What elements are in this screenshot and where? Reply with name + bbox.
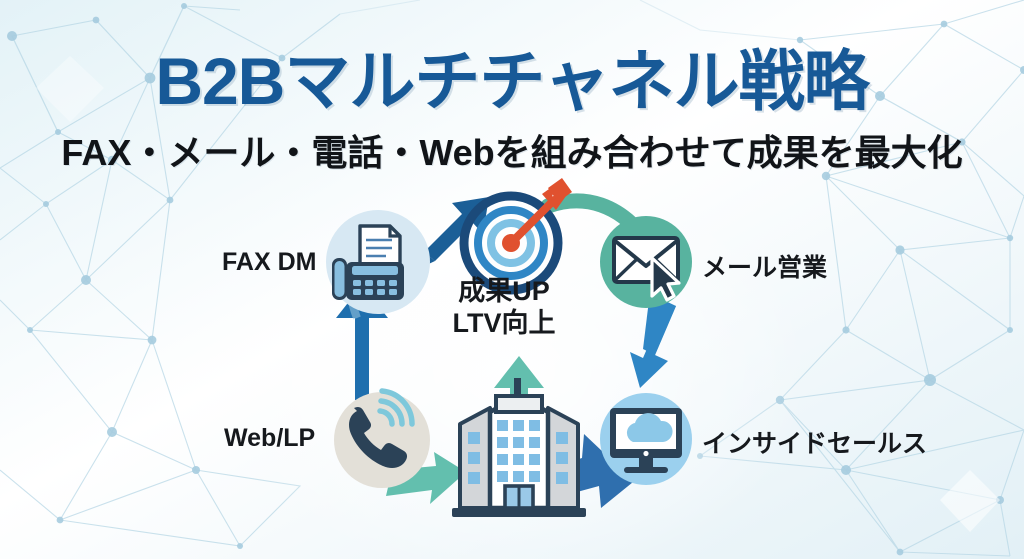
arrow-mail-to-inside <box>630 296 676 388</box>
page-title: B2Bマルチチャネル戦略 <box>155 44 869 118</box>
node-web-lp[interactable] <box>334 388 430 488</box>
envelope-cursor-icon <box>612 236 681 302</box>
node-label-mail-sales: メール営業 <box>702 254 828 282</box>
target-arrow-icon <box>459 178 572 295</box>
center-goal-text: 成果UP LTV向上 <box>394 276 614 340</box>
node-fax-dm[interactable] <box>326 210 430 314</box>
office-building-icon <box>452 378 586 517</box>
center-goal-line1: 成果UP <box>458 276 550 306</box>
fax-machine-icon <box>332 224 404 300</box>
monitor-cloud-icon <box>610 408 682 473</box>
node-mail-sales[interactable] <box>600 216 692 308</box>
arrow-building-to-web <box>386 452 466 504</box>
node-label-web-lp: Web/LP <box>224 424 316 452</box>
node-label-fax-dm: FAX DM <box>222 248 317 276</box>
node-label-inside-sales: インサイドセールス <box>702 430 928 458</box>
phone-ringing-icon <box>349 388 415 468</box>
center-goal-line2: LTV向上 <box>452 307 556 338</box>
node-inside-sales[interactable] <box>600 393 692 485</box>
page-subtitle: FAX・メール・電話・Webを組み合わせて成果を最大化 <box>61 132 963 173</box>
